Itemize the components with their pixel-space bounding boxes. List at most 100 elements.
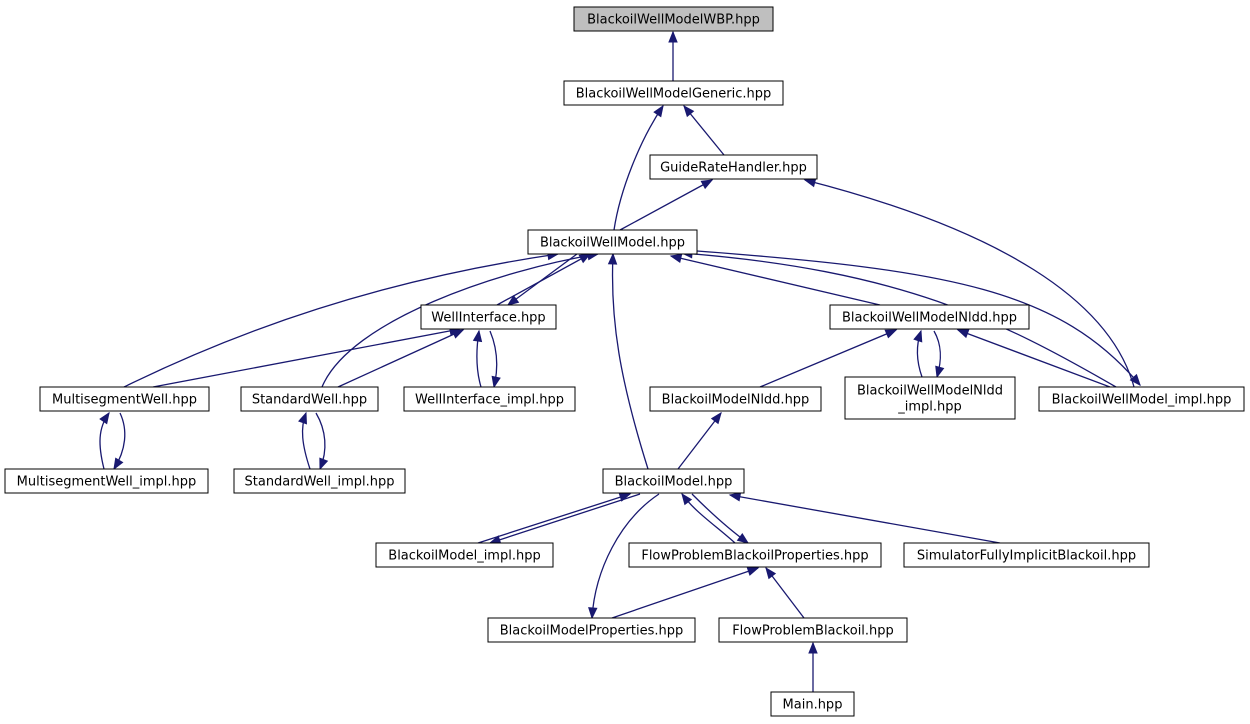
- node-box: [649, 154, 818, 180]
- edge-fpb-to-fpbp: [765, 566, 805, 619]
- node-label: BlackoilModelProperties.hpp: [500, 624, 684, 639]
- node-label: FlowProblemBlackoil.hpp: [732, 624, 894, 639]
- arrowhead-icon: [669, 253, 683, 264]
- edge-line: [759, 329, 897, 388]
- node-main[interactable]: Main.hpp: [770, 691, 855, 717]
- node-label: BlackoilWellModel.hpp: [540, 236, 685, 251]
- arrowhead-icon: [728, 492, 742, 502]
- edge-msw-to-mswimpl: [113, 412, 126, 471]
- edge-bmimpl-to-bm: [477, 492, 632, 544]
- node-bwm[interactable]: BlackoilWellModel.hpp: [527, 229, 698, 255]
- edge-line: [619, 179, 713, 231]
- edge-bm-to-bmnldd: [677, 411, 722, 470]
- edge-line: [681, 252, 1117, 388]
- node-label: Main.hpp: [783, 698, 843, 713]
- arrowhead-icon: [618, 492, 632, 502]
- node-box: [573, 6, 774, 32]
- edge-bmnldd-to-nldd: [759, 329, 898, 388]
- node-label: BlackoilWellModelWBP.hpp: [587, 13, 760, 28]
- node-box: [375, 542, 554, 568]
- edge-sfib-to-bm: [728, 492, 1001, 544]
- edge-bwm-to-guide: [619, 179, 714, 231]
- edge-bwm-to-wi: [506, 253, 578, 306]
- edge-line: [123, 253, 559, 388]
- node-msw[interactable]: MultisegmentWell.hpp: [39, 386, 210, 412]
- node-box: [403, 386, 576, 412]
- node-nldd[interactable]: BlackoilWellModelNldd.hpp: [829, 304, 1030, 330]
- node-wi[interactable]: WellInterface.hpp: [420, 304, 557, 330]
- edge-line: [507, 253, 578, 306]
- arrowhead-icon: [607, 252, 618, 265]
- edge-bm-to-bmimpl: [488, 493, 641, 545]
- arrowhead-icon: [668, 30, 678, 43]
- node-label: BlackoilModelNldd.hpp: [662, 393, 810, 408]
- node-sw[interactable]: StandardWell.hpp: [240, 386, 379, 412]
- node-generic[interactable]: BlackoilWellModelGeneric.hpp: [563, 80, 784, 106]
- arrowhead-icon: [736, 532, 750, 544]
- edge-generic-to-wbp: [668, 30, 678, 81]
- edge-bm-to-bwm: [607, 252, 649, 470]
- node-box: [628, 542, 882, 568]
- edge-bm-to-bmprops: [588, 493, 660, 620]
- node-bmprops[interactable]: BlackoilModelProperties.hpp: [487, 617, 696, 643]
- edge-guide-to-generic: [683, 104, 725, 156]
- edge-bwm-to-generic: [613, 104, 664, 231]
- edge-swimpl-to-sw: [298, 411, 311, 470]
- node-label: StandardWell.hpp: [252, 393, 367, 408]
- node-bwmimpl[interactable]: BlackoilWellModel_impl.hpp: [1038, 386, 1245, 412]
- node-mswimpl[interactable]: MultisegmentWell_impl.hpp: [4, 468, 209, 494]
- edge-line: [696, 250, 1141, 386]
- edge-bwm-to-bwmimpl: [696, 250, 1141, 387]
- node-wbp[interactable]: BlackoilWellModelWBP.hpp: [573, 6, 774, 32]
- edge-line: [804, 179, 1135, 388]
- node-fpb[interactable]: FlowProblemBlackoil.hpp: [718, 617, 908, 643]
- node-fpbp[interactable]: FlowProblemBlackoilProperties.hpp: [628, 542, 882, 568]
- node-bmnldd[interactable]: BlackoilModelNldd.hpp: [649, 386, 822, 412]
- node-box: [602, 468, 745, 494]
- edge-bmprops-to-fpbp: [611, 566, 760, 619]
- edge-msw-to-wi: [152, 326, 462, 388]
- edge-wiimpl-to-wi: [472, 329, 483, 388]
- node-box: [649, 386, 822, 412]
- node-box: [4, 468, 209, 494]
- node-label: BlackoilWellModel_impl.hpp: [1052, 393, 1232, 408]
- edge-main-to-fpb: [808, 641, 818, 692]
- edge-line: [683, 105, 725, 156]
- edge-nlddimpl-to-nldd: [913, 329, 923, 378]
- edge-line: [152, 328, 461, 388]
- arrowhead-icon: [319, 457, 329, 471]
- node-label: GuideRateHandler.hpp: [660, 161, 807, 176]
- node-bm[interactable]: BlackoilModel.hpp: [602, 468, 745, 494]
- node-bmimpl[interactable]: BlackoilModel_impl.hpp: [375, 542, 554, 568]
- arrowhead-icon: [913, 329, 923, 343]
- node-sfib[interactable]: SimulatorFullyImplicitBlackoil.hpp: [903, 542, 1150, 568]
- node-box: [770, 691, 855, 717]
- node-box: [240, 386, 379, 412]
- arrowhead-icon: [653, 104, 664, 118]
- node-label: BlackoilWellModelGeneric.hpp: [576, 87, 772, 102]
- arrowhead-icon: [298, 411, 307, 425]
- arrowhead-icon: [765, 566, 777, 580]
- edge-line: [681, 493, 736, 544]
- arrowhead-icon: [1129, 373, 1141, 387]
- node-nlddimpl[interactable]: BlackoilWellModelNldd_impl.hpp: [844, 376, 1016, 420]
- arrowhead-icon: [506, 294, 520, 306]
- node-label: MultisegmentWell_impl.hpp: [17, 475, 197, 490]
- edge-line: [611, 253, 649, 470]
- node-box: [527, 229, 698, 255]
- node-swimpl[interactable]: StandardWell_impl.hpp: [233, 468, 406, 494]
- node-box: [420, 304, 557, 330]
- arrowhead-icon: [472, 329, 483, 343]
- node-label: WellInterface_impl.hpp: [415, 393, 564, 408]
- graph-nodes: BlackoilWellModelWBP.hppBlackoilWellMode…: [4, 6, 1245, 717]
- arrowhead-icon: [451, 329, 465, 339]
- node-box: [718, 617, 908, 643]
- edge-fpbp-to-bm: [681, 492, 736, 544]
- edge-line: [489, 493, 641, 544]
- arrowhead-icon: [113, 457, 124, 471]
- node-label: WellInterface.hpp: [431, 311, 545, 326]
- node-box: [233, 468, 406, 494]
- node-guide[interactable]: GuideRateHandler.hpp: [649, 154, 818, 180]
- arrowhead-icon: [681, 492, 693, 506]
- node-wiimpl[interactable]: WellInterface_impl.hpp: [403, 386, 576, 412]
